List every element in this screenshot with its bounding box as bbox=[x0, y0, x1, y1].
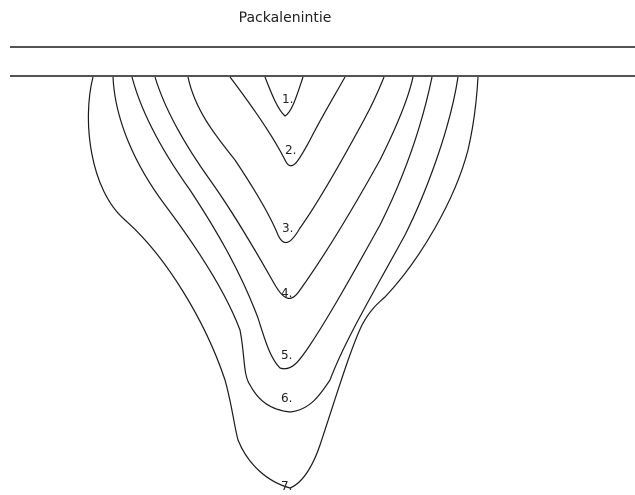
layer-label-3: 3. bbox=[282, 221, 293, 235]
layer-boundary-3 bbox=[187, 76, 385, 244]
layer-boundary-4 bbox=[154, 76, 414, 299]
layer-label-1: 1. bbox=[282, 92, 293, 106]
layer-label-6: 6. bbox=[281, 391, 292, 405]
layer-label-7: 7. bbox=[281, 479, 292, 493]
layer-boundary-5 bbox=[131, 76, 433, 370]
layer-label-4: 4. bbox=[281, 286, 292, 300]
layer-boundary-6 bbox=[112, 76, 459, 413]
layer-boundary-2 bbox=[229, 76, 346, 167]
layer-label-2: 2. bbox=[285, 143, 296, 157]
layer-label-5: 5. bbox=[281, 348, 292, 362]
layer-boundary-1 bbox=[264, 76, 304, 117]
layer-boundary-7 bbox=[87, 76, 479, 489]
diagram-title: Packalenintie bbox=[238, 10, 332, 26]
